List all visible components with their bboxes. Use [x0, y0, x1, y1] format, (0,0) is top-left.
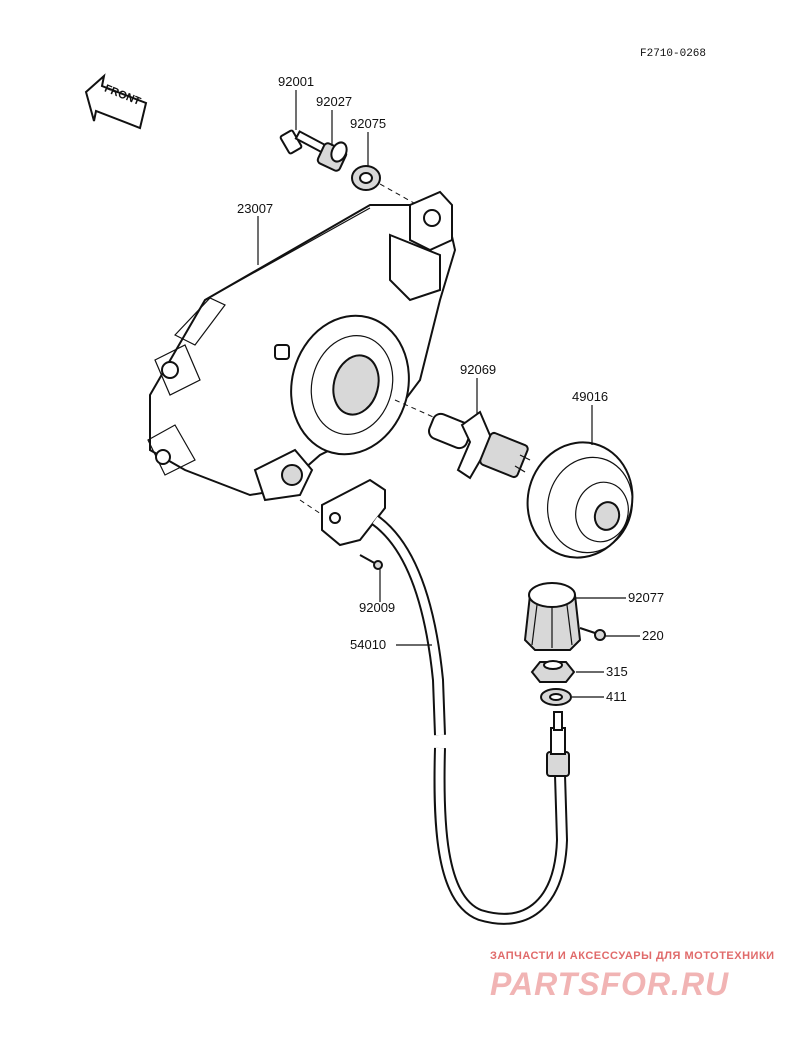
part-label-92027: 92027 — [316, 94, 352, 109]
grommet-92075[interactable] — [351, 165, 381, 191]
part-label-23007: 23007 — [237, 201, 273, 216]
watermark-tagline: ЗАПЧАСТИ И АКСЕССУАРЫ ДЛЯ МОТОТЕХНИКИ — [490, 950, 775, 962]
leader-lines — [257, 90, 640, 698]
washer-411[interactable] — [540, 688, 572, 706]
adjuster-cable-54010[interactable] — [371, 515, 569, 925]
part-label-220: 220 — [642, 628, 664, 643]
part-label-54010: 54010 — [350, 637, 386, 652]
part-label-92077: 92077 — [628, 590, 664, 605]
part-label-411: 411 — [606, 689, 627, 704]
front-arrow-icon: FRONT — [84, 73, 148, 130]
part-label-92009: 92009 — [359, 600, 395, 615]
dust-cover-49016[interactable] — [515, 431, 645, 570]
bulb-92069[interactable] — [427, 410, 531, 480]
part-label-92001: 92001 — [278, 74, 314, 89]
screw-92009[interactable] — [359, 554, 383, 570]
part-label-92075: 92075 — [350, 116, 386, 131]
screw-220[interactable] — [579, 627, 606, 641]
part-label-92069: 92069 — [460, 362, 496, 377]
headlight-housing-23007[interactable] — [147, 190, 457, 502]
collar-92027[interactable] — [316, 140, 349, 172]
cable-bracket[interactable] — [321, 478, 386, 547]
nut-315[interactable] — [530, 660, 576, 683]
cable-end-fitting — [546, 711, 570, 777]
watermark-logo: PARTSFOR.RU — [490, 966, 730, 1002]
part-label-315: 315 — [606, 664, 628, 679]
diagram-code: F2710-0268 — [640, 48, 706, 60]
bolt-92001[interactable] — [279, 129, 328, 155]
part-label-49016: 49016 — [572, 389, 608, 404]
adjuster-knob-92077[interactable] — [523, 582, 582, 651]
